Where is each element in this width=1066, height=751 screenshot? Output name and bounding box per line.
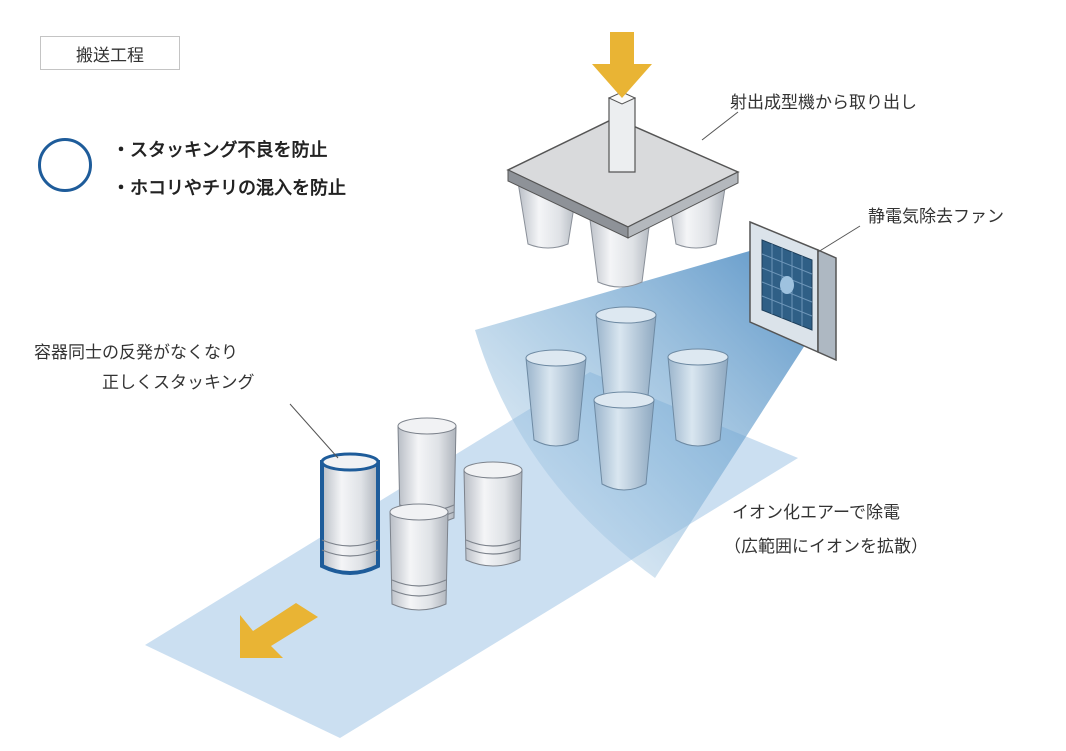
stacked-cups (320, 417, 523, 611)
conveyor-direction-arrow-icon (240, 603, 318, 658)
leader-lines (289, 111, 861, 459)
fan-icon (749, 220, 837, 362)
ejector-rod (607, 91, 637, 173)
label-ion-line2: （広範囲にイオンを拡散） (724, 537, 928, 557)
cups-in-ion-beam (525, 306, 729, 491)
legend-marker-icon (38, 138, 92, 192)
process-tag: 搬送工程 (40, 36, 180, 70)
label-result-line2: 正しくスタッキング (102, 373, 255, 393)
legend-item-stacking: ・スタッキング不良を防止 (112, 140, 328, 161)
highlighted-cup-stack (320, 452, 380, 575)
label-result-line1: 容器同士の反発がなくなり (34, 343, 238, 363)
legend-item-dust: ・ホコリやチリの混入を防止 (112, 178, 346, 199)
label-fan: 静電気除去ファン (868, 207, 1004, 227)
label-injection: 射出成型機から取り出し (730, 93, 917, 113)
down-arrow-icon (592, 32, 652, 98)
label-ion-line1: イオン化エアーで除電 (732, 503, 900, 523)
